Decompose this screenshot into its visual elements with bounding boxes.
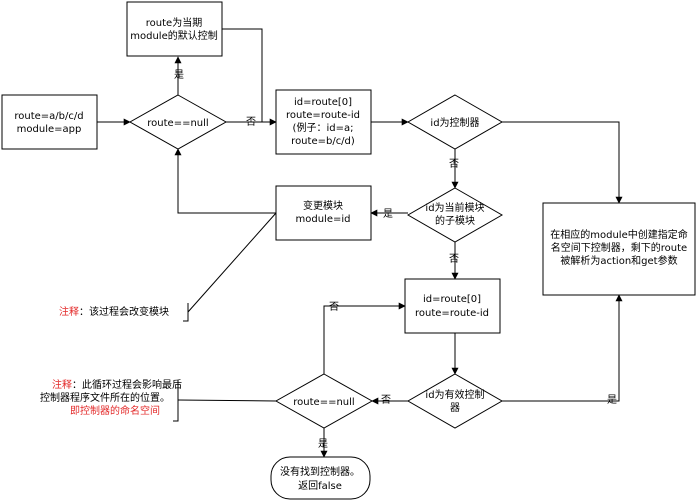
valid-ctrl-line-1: id为有效控制 xyxy=(425,388,484,401)
is-submodule-line-1: id为当前模块 xyxy=(425,201,484,214)
edge-null2-no xyxy=(323,302,406,374)
default-ctrl-line-1: route为当期 xyxy=(146,16,202,29)
edge-default-ctrl-out xyxy=(222,28,263,122)
split-route-line-3: (例子：id=a; xyxy=(293,121,354,134)
not-found-line-2: 返回false xyxy=(298,480,342,492)
note2-line-3: 即控制器的命名空间 xyxy=(70,404,160,417)
label-yes-2: 是 xyxy=(383,208,393,220)
default-controller-box xyxy=(126,1,223,57)
split-route-line-1: id=route[0] xyxy=(294,97,352,108)
start-box xyxy=(1,94,98,150)
note2-line-2: 控制器程序文件所在的位置。 xyxy=(40,391,170,404)
split-route-line-4: route=b/c/d) xyxy=(291,136,355,147)
label-no-1: 否 xyxy=(246,116,256,128)
split-route-box-2 xyxy=(404,278,501,334)
note1-leader xyxy=(187,212,277,313)
note2-colon: ： xyxy=(72,380,82,391)
split-route-2-line-1: id=route[0] xyxy=(423,294,481,305)
edge-change-to-null xyxy=(174,148,276,214)
valid-ctrl-line-2: 器 xyxy=(450,402,460,414)
route-null-1-label: route==null xyxy=(147,118,208,129)
note2-bracket xyxy=(173,380,179,422)
label-yes-4: 是 xyxy=(318,438,328,450)
note2-line-1: 注释：此循环过程会影响最后 xyxy=(52,378,182,391)
note1-prefix: 注释 xyxy=(59,305,79,318)
is-valid-controller-decision xyxy=(406,373,504,429)
create-ctrl-line-3: 被解析为action和get参数 xyxy=(560,254,677,267)
split-route-2-line-2: route=route-id xyxy=(415,308,489,319)
note1-text: 该过程会改变模块 xyxy=(89,305,169,318)
is-controller-label: id为控制器 xyxy=(430,116,479,129)
change-module-box xyxy=(275,185,372,241)
note1: 注释：该过程会改变模块 xyxy=(59,305,169,318)
create-ctrl-line-1: 在相应的module中创建指定命 xyxy=(550,228,687,241)
route-null-2-label: route==null xyxy=(293,397,354,408)
create-ctrl-line-2: 名空间下控制器，剩下的route xyxy=(551,241,687,254)
note2-line1-text: 此循环过程会影响最后 xyxy=(82,378,182,391)
not-found-terminal xyxy=(270,456,371,500)
label-yes-1: 是 xyxy=(174,69,184,81)
label-yes-3: 是 xyxy=(607,394,617,406)
note2-leader xyxy=(177,399,277,402)
edge-isctrl-to-create xyxy=(502,121,623,204)
note1-colon: ： xyxy=(79,307,89,318)
label-no-2: 否 xyxy=(449,158,459,170)
is-submodule-line-2: 的子模块 xyxy=(435,214,475,227)
label-no-4: 否 xyxy=(329,301,339,313)
not-found-line-1: 没有找到控制器。 xyxy=(280,465,360,478)
change-module-line-2: module=id xyxy=(296,214,351,225)
label-no-3: 否 xyxy=(449,253,459,265)
edge-valid-yes xyxy=(502,294,623,402)
start-line-2: module=app xyxy=(17,124,82,135)
start-line-1: route=a/b/c/d xyxy=(14,111,83,122)
split-route-line-2: route=route-id xyxy=(286,110,360,121)
is-submodule-decision xyxy=(406,187,504,243)
default-ctrl-line-2: module的默认控制 xyxy=(130,29,217,42)
change-module-line-1: 变更模块 xyxy=(303,199,343,212)
label-no-5: 否 xyxy=(381,394,391,406)
note2-prefix: 注释 xyxy=(52,378,72,391)
split-route-box xyxy=(275,89,372,155)
note1-bracket xyxy=(183,303,189,322)
